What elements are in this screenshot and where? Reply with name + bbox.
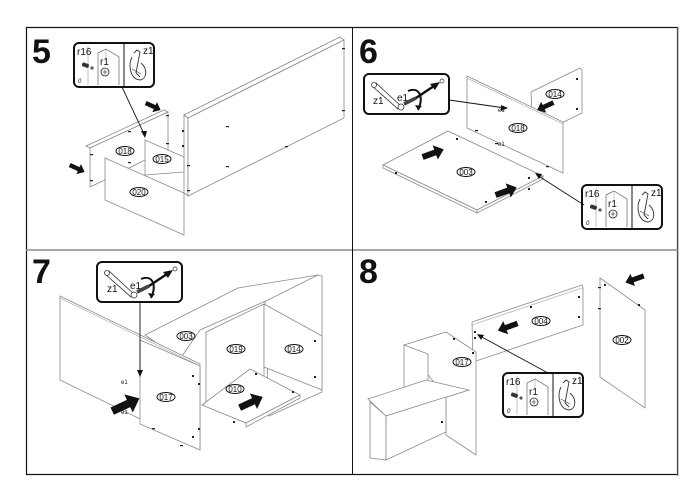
svg-text:015: 015 <box>155 155 169 164</box>
svg-text:019: 019 <box>229 345 243 354</box>
push-arrow-icon <box>67 160 87 177</box>
svg-text:r16: r16 <box>77 47 92 58</box>
svg-text:003: 003 <box>459 168 473 177</box>
svg-text:e1: e1 <box>121 410 128 416</box>
svg-text:r16: r16 <box>585 189 600 200</box>
part-label-003: 003 <box>456 167 476 177</box>
step-number: 6 <box>359 33 378 71</box>
part-018-assembly <box>85 109 185 236</box>
svg-text:017: 017 <box>455 358 469 367</box>
part-label-014: 014 <box>284 344 304 354</box>
svg-text:e1: e1 <box>397 93 409 104</box>
leader-line <box>479 335 549 374</box>
part-label-014: 014 <box>545 89 565 99</box>
svg-text:z1: z1 <box>651 188 662 199</box>
step-5-panel: 5 018 015 020 <box>32 33 345 236</box>
part-label-018: 018 <box>115 146 135 156</box>
step-number: 5 <box>32 33 51 71</box>
cam-lock-callout: r16 r1 z1 0 <box>73 42 155 88</box>
svg-text:002: 002 <box>615 336 629 345</box>
svg-text:e1: e1 <box>130 281 142 292</box>
svg-text:e1: e1 <box>498 142 505 148</box>
cam-lock-callout: r16 r1 z1 0 <box>581 184 663 230</box>
svg-text:e1: e1 <box>498 108 505 114</box>
svg-text:0: 0 <box>586 221 590 227</box>
svg-text:z1: z1 <box>572 376 583 387</box>
hole-mark-e1: e1 e1 <box>121 380 128 416</box>
wrench-callout: z1 e1 <box>362 72 451 116</box>
part-label-015: 015 <box>152 154 172 164</box>
svg-text:z1: z1 <box>373 96 384 107</box>
push-arrow-icon <box>623 269 646 289</box>
svg-text:r1: r1 <box>608 199 617 210</box>
leader-line <box>536 174 585 206</box>
svg-text:018: 018 <box>118 147 132 156</box>
part-017-assembly <box>367 331 477 461</box>
part-label-004: 004 <box>531 316 551 326</box>
leader-line <box>448 99 506 109</box>
part-010-shelf <box>201 368 301 428</box>
step-8-panel: 8 004 002 017 <box>359 253 646 461</box>
part-label-017: 017 <box>452 357 472 367</box>
part-label-002: 002 <box>612 335 632 345</box>
fitting-holes <box>152 340 316 447</box>
svg-text:e1: e1 <box>121 380 128 386</box>
part-label-020: 020 <box>129 187 149 197</box>
svg-text:018: 018 <box>511 124 525 133</box>
fitting-holes <box>395 78 578 203</box>
svg-text:0: 0 <box>78 79 82 85</box>
part-004 <box>471 284 584 363</box>
part-label-003: 003 <box>176 331 196 341</box>
part-label-018: 018 <box>508 123 528 133</box>
step-number: 7 <box>32 253 51 291</box>
fitting-holes <box>441 284 640 423</box>
leader-line <box>121 86 146 137</box>
part-label-019: 019 <box>226 344 246 354</box>
step-number: 8 <box>359 253 378 291</box>
svg-text:014: 014 <box>548 90 562 99</box>
step-6-panel: 6 014 018 003 <box>359 33 663 230</box>
svg-text:r1: r1 <box>100 57 109 68</box>
hole-mark-e1: e1 e1 <box>498 108 505 148</box>
part-label-010: 010 <box>225 384 245 394</box>
svg-text:z1: z1 <box>107 284 118 295</box>
svg-text:014: 014 <box>287 345 301 354</box>
svg-text:020: 020 <box>132 188 146 197</box>
svg-text:z1: z1 <box>143 46 154 57</box>
fitting-holes <box>90 48 345 192</box>
part-label-017: 017 <box>156 392 176 402</box>
part-panel-long <box>183 36 345 197</box>
wrench-callout: z1 e1 <box>95 260 184 304</box>
svg-text:010: 010 <box>228 385 242 394</box>
svg-text:r16: r16 <box>506 377 521 388</box>
svg-text:004: 004 <box>534 317 548 326</box>
svg-text:017: 017 <box>159 393 173 402</box>
step-7-panel: 7 003 019 <box>32 253 323 451</box>
svg-text:0: 0 <box>507 409 511 415</box>
svg-text:r1: r1 <box>529 387 538 398</box>
svg-text:003: 003 <box>179 332 193 341</box>
cam-lock-callout: r16 r1 z1 0 <box>502 372 584 418</box>
